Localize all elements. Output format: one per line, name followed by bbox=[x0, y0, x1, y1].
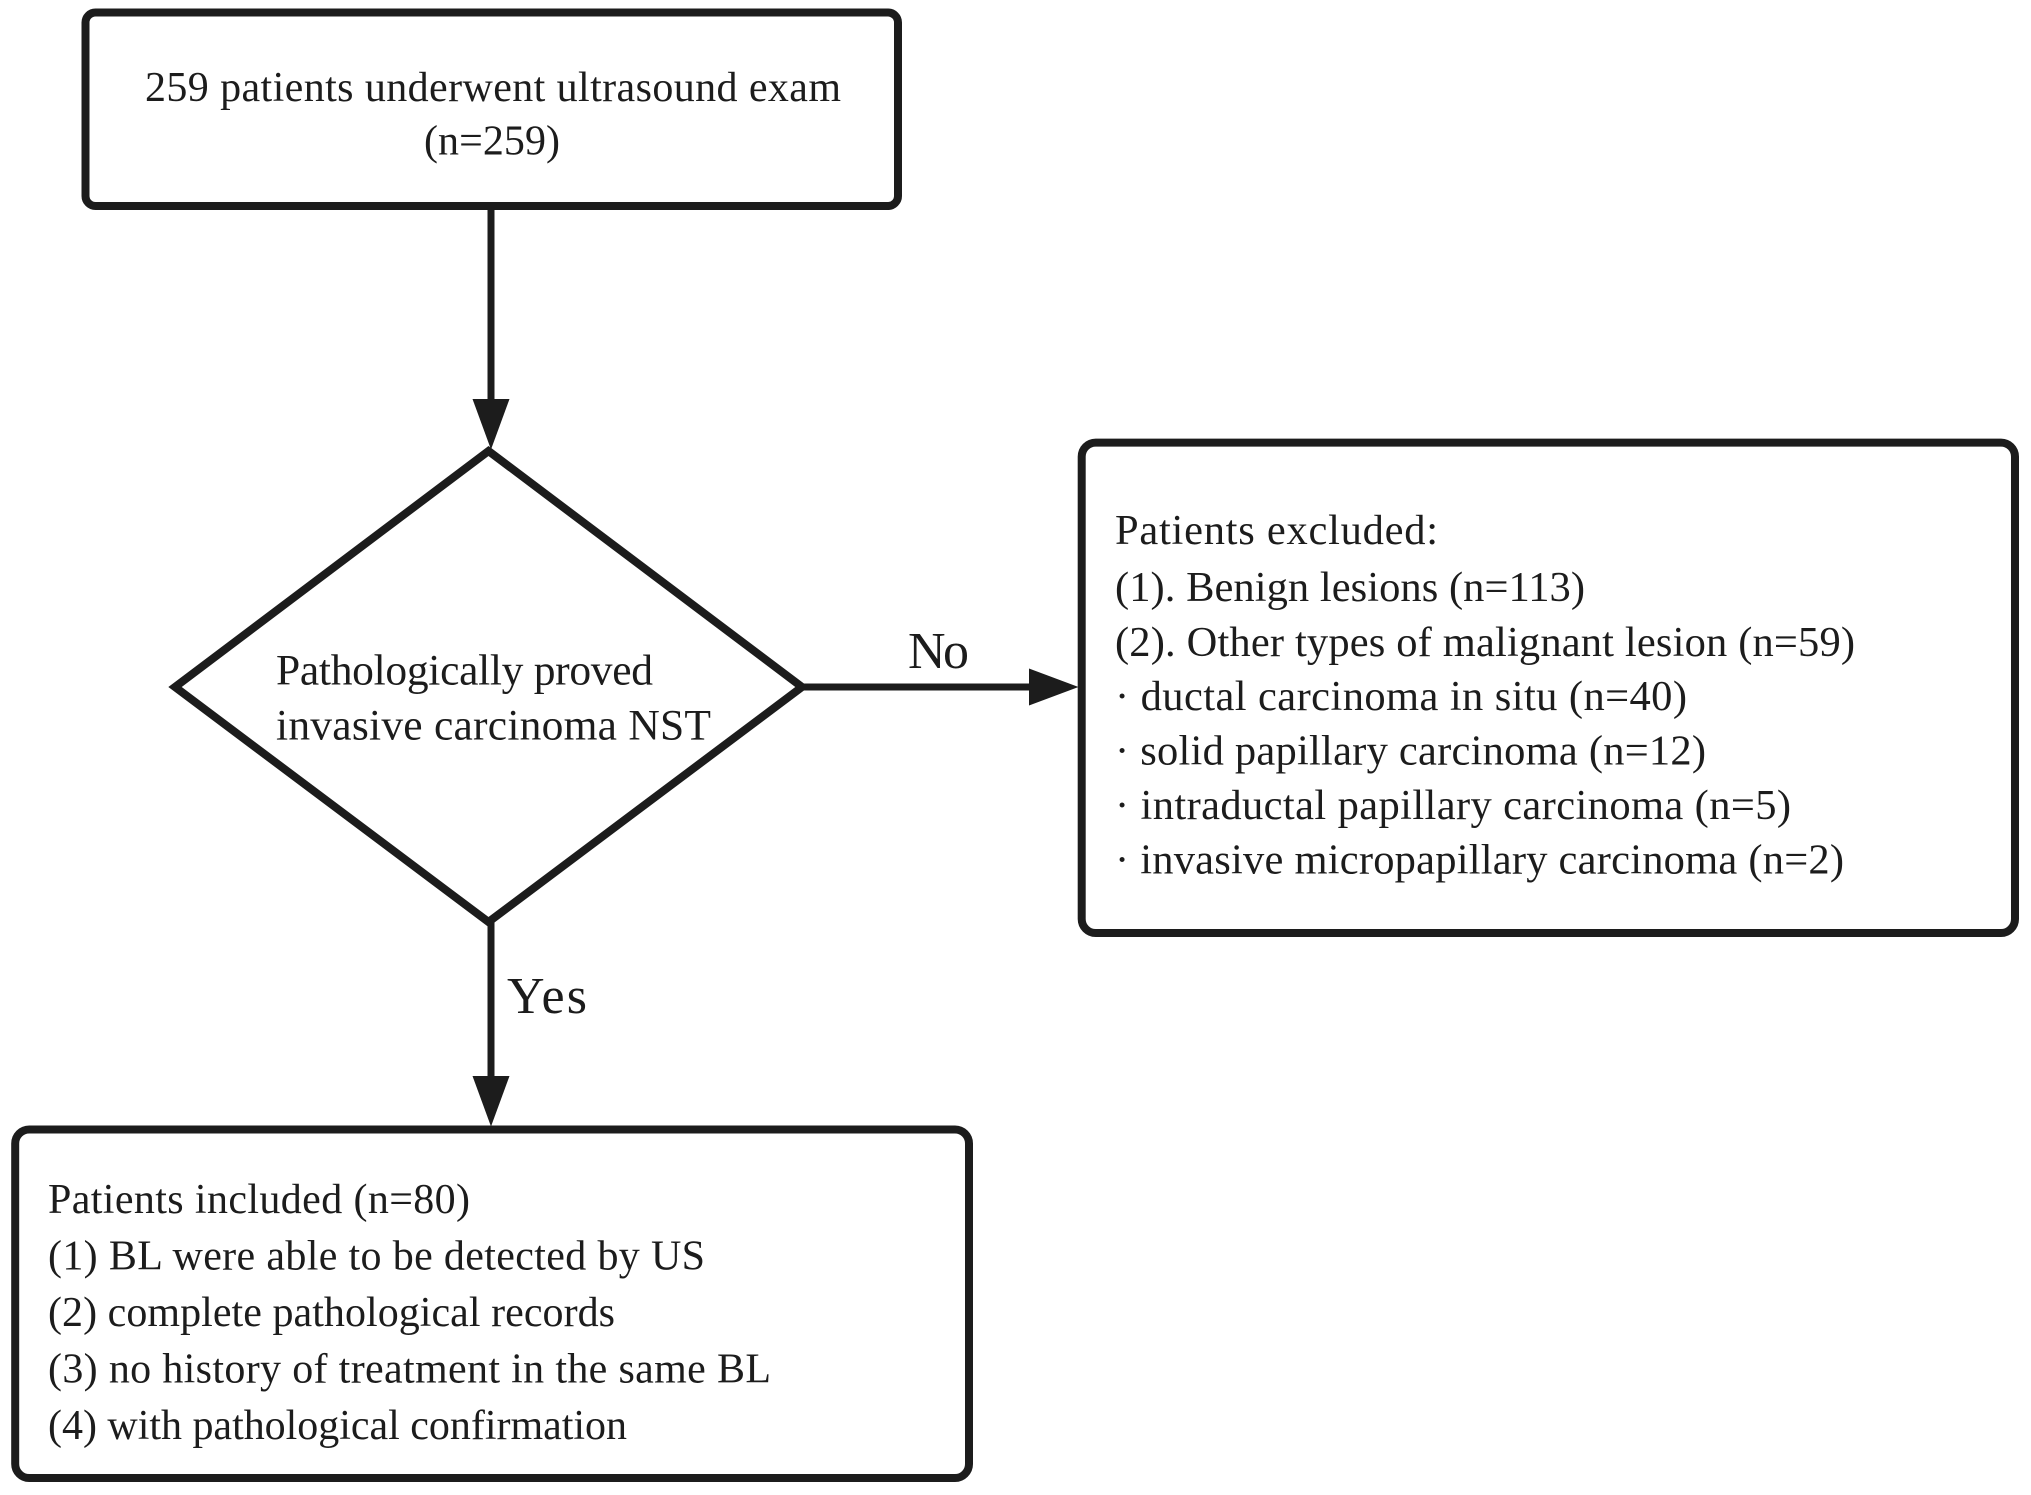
svg-text:259 patients underwent ultraso: 259 patients underwent ultrasound exam bbox=[145, 65, 841, 111]
svg-text:(n=259): (n=259) bbox=[424, 119, 560, 165]
svg-text:· intraductal papillary carcin: · intraductal papillary carcinoma (n=5) bbox=[1115, 782, 1791, 829]
svg-text:(4) with pathological confirma: (4) with pathological confirmation bbox=[48, 1403, 627, 1449]
svg-text:Patients included (n=80): Patients included (n=80) bbox=[48, 1177, 470, 1223]
svg-text:(2). Other types of malignant: (2). Other types of malignant lesion (n=… bbox=[1115, 619, 1855, 666]
svg-text:Patients excluded:: Patients excluded: bbox=[1115, 507, 1438, 554]
svg-text:Pathologically proved: Pathologically proved bbox=[276, 647, 653, 695]
svg-text:· ductal carcinoma in situ (n=: · ductal carcinoma in situ (n=40) bbox=[1115, 673, 1687, 720]
svg-text:· invasive micropapillary carc: · invasive micropapillary carcinoma (n=2… bbox=[1115, 837, 1844, 884]
svg-text:· solid papillary carcinoma (n: · solid papillary carcinoma (n=12) bbox=[1115, 728, 1706, 775]
svg-text:(1) BL were able to be detecte: (1) BL were able to be detected by US bbox=[48, 1234, 705, 1280]
svg-text:Yes: Yes bbox=[507, 968, 587, 1025]
svg-text:(2) complete pathological reco: (2) complete pathological records bbox=[48, 1290, 615, 1336]
svg-text:(1). Benign lesions (n=113): (1). Benign lesions (n=113) bbox=[1115, 564, 1585, 611]
svg-text:invasive carcinoma NST: invasive carcinoma NST bbox=[276, 702, 711, 750]
svg-text:(3) no history of treatment in: (3) no history of treatment in the same … bbox=[48, 1347, 771, 1393]
svg-text:No: No bbox=[908, 623, 969, 680]
